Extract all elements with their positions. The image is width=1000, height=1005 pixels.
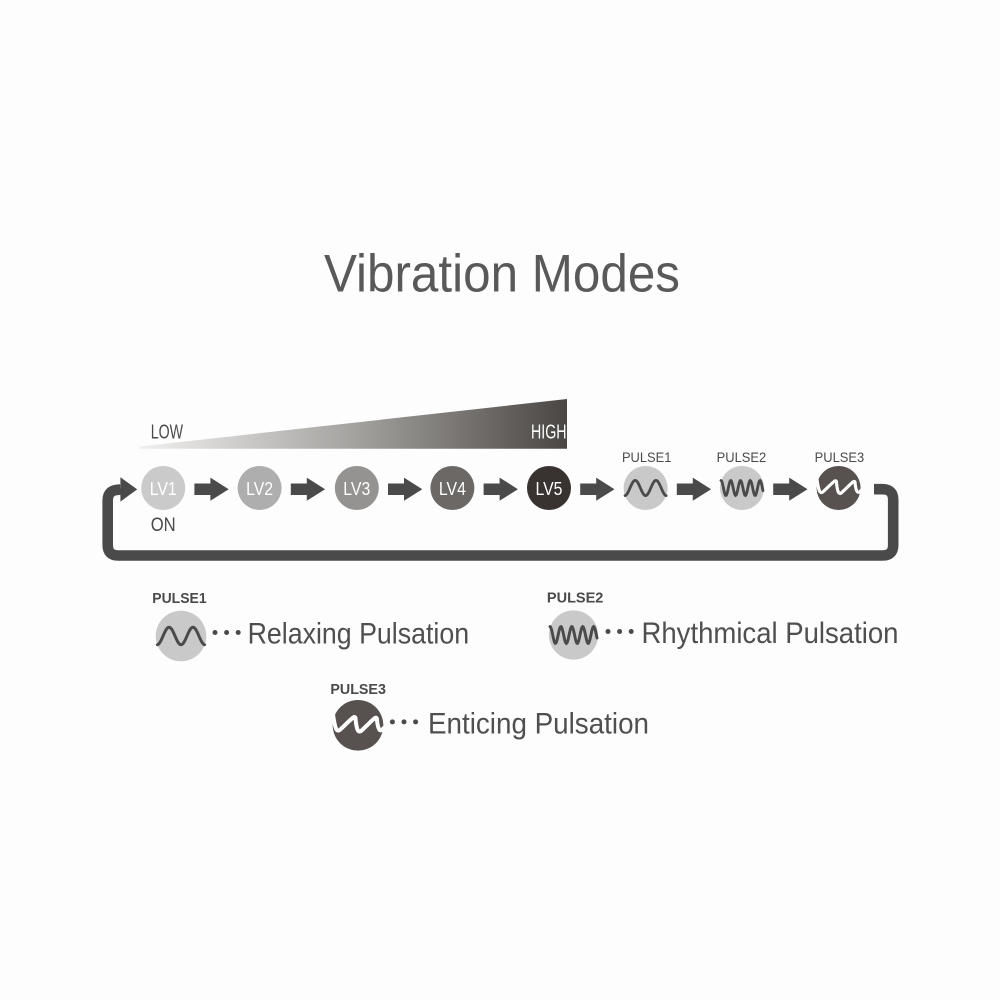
svg-text:PULSE1: PULSE1 bbox=[152, 590, 206, 607]
svg-text:Enticing Pulsation: Enticing Pulsation bbox=[428, 708, 649, 741]
svg-text:Rhythmical Pulsation: Rhythmical Pulsation bbox=[642, 617, 899, 650]
svg-text:LV2: LV2 bbox=[246, 479, 273, 499]
svg-text:ON: ON bbox=[151, 515, 176, 536]
svg-text:LV1: LV1 bbox=[150, 479, 177, 499]
svg-text:PULSE1: PULSE1 bbox=[622, 449, 672, 465]
svg-text:PULSE2: PULSE2 bbox=[547, 590, 604, 607]
svg-text:LV3: LV3 bbox=[343, 479, 370, 499]
svg-text:PULSE2: PULSE2 bbox=[717, 449, 767, 465]
svg-text:PULSE3: PULSE3 bbox=[815, 449, 865, 465]
svg-text:Relaxing Pulsation: Relaxing Pulsation bbox=[248, 618, 470, 651]
svg-text:Vibration Modes: Vibration Modes bbox=[324, 245, 680, 304]
svg-text:LOW: LOW bbox=[151, 421, 183, 443]
svg-text:LV4: LV4 bbox=[439, 479, 466, 499]
svg-text:PULSE3: PULSE3 bbox=[330, 681, 386, 698]
svg-text:LV5: LV5 bbox=[536, 479, 563, 499]
svg-text:HIGH: HIGH bbox=[531, 421, 567, 443]
